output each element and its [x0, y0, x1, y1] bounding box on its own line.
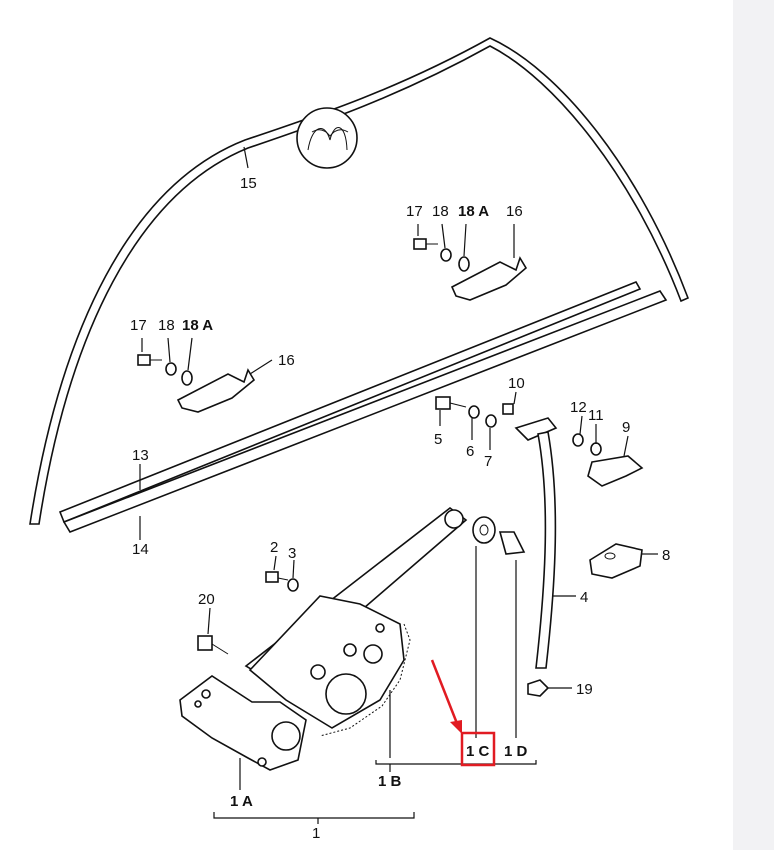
door-glass-frame	[29, 37, 690, 525]
callout-3: 3	[288, 545, 296, 562]
callout-17-upper: 17	[406, 203, 423, 220]
callout-16-upper: 16	[506, 203, 523, 220]
callout-2: 2	[270, 539, 278, 556]
callout-1c: 1 C	[466, 743, 490, 760]
callout-9: 9	[622, 419, 630, 436]
callout-10: 10	[508, 375, 525, 392]
bolt-group-lower	[197, 555, 299, 655]
callout-18a-upper: 18 A	[458, 203, 489, 220]
callout-1b: 1 B	[378, 773, 402, 790]
callout-17-lower: 17	[130, 317, 147, 334]
callout-1a: 1 A	[230, 793, 253, 810]
washer-1c	[472, 516, 496, 738]
callout-14: 14	[132, 541, 149, 558]
callout-1d: 1 D	[504, 743, 528, 760]
guide-rail	[535, 431, 576, 669]
callout-1: 1	[312, 825, 320, 842]
callout-19: 19	[576, 681, 593, 698]
glass-channel-strip	[58, 280, 668, 540]
callout-18a-lower: 18 A	[182, 317, 213, 334]
callout-16-lower: 16	[278, 352, 295, 369]
assembly-brackets	[213, 760, 537, 824]
right-margin-strip	[733, 0, 774, 850]
regulator-assembly	[179, 506, 468, 790]
callout-11: 11	[588, 407, 604, 424]
highlight-arrow	[430, 659, 462, 734]
callout-20: 20	[198, 591, 215, 608]
callout-5: 5	[434, 431, 442, 448]
callout-18-lower: 18	[158, 317, 175, 334]
callout-8: 8	[662, 547, 670, 564]
callout-7: 7	[484, 453, 492, 470]
callout-13: 13	[132, 447, 149, 464]
callout-15: 15	[240, 175, 257, 192]
fastener-group	[435, 391, 644, 487]
pin-1d	[498, 531, 526, 738]
callout-12: 12	[570, 399, 587, 416]
hinge-bracket-lower	[137, 337, 273, 413]
callout-6: 6	[466, 443, 474, 460]
callout-4: 4	[580, 589, 588, 606]
leader-15	[243, 146, 249, 169]
hinge-bracket-upper	[413, 223, 528, 301]
porsche-logo-seal	[296, 107, 358, 169]
slider-block	[589, 543, 658, 579]
nut-19	[527, 679, 572, 697]
callout-18-upper: 18	[432, 203, 449, 220]
highlight-box-1c	[460, 731, 496, 767]
